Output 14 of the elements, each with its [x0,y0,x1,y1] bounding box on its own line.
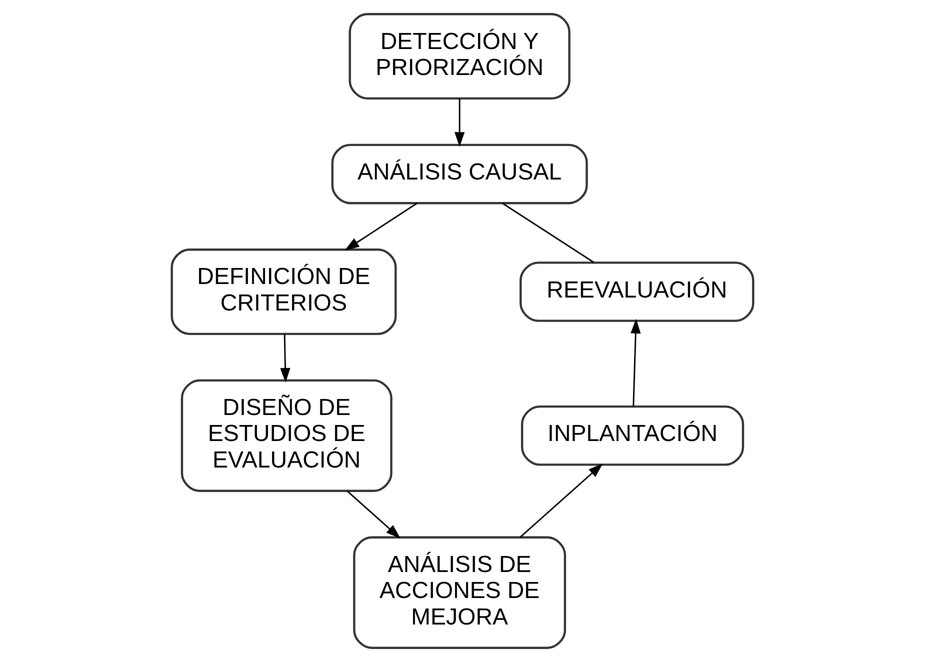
arrow [630,318,641,406]
node-box: DETECCIÓN Y PRIORIZACIÓN [348,13,570,100]
node-box: ANÁLISIS CAUSAL [331,144,588,204]
node-box: ANÁLISIS DE ACCIONES DE MEJORA [353,536,566,649]
connector [502,202,594,263]
arrow [344,202,418,251]
node-box: DEFINICIÓN DE CRITERIOS [170,248,397,335]
arrow [280,334,290,383]
arrow [346,490,400,539]
arrow [520,464,603,538]
node-box: DISEÑO DE ESTUDIOS DE EVALUACIÓN [180,379,392,492]
node-box: INPLANTACIÓN [521,406,744,466]
arrow [454,98,465,147]
node-box: REEVALUACIÓN [520,262,754,322]
